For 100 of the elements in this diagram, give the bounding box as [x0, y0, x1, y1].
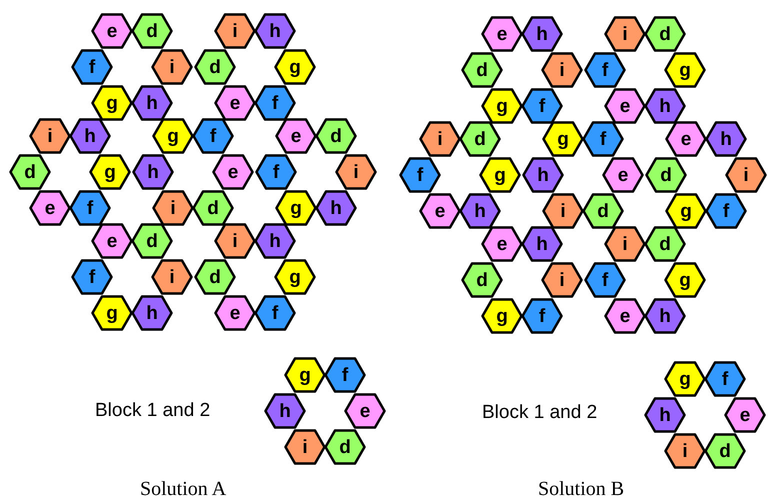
letter-hexagon: i [604, 226, 646, 262]
letter-hexagon: e [212, 154, 254, 190]
letter-hexagon: f [705, 193, 747, 229]
letter-hexagon: e [214, 295, 256, 331]
letter-hexagon: g [152, 118, 194, 154]
letter-hexagon: d [194, 259, 236, 295]
letter-hexagon: e [91, 13, 133, 49]
letter-hexagon: d [194, 49, 236, 85]
solution-caption: Solution B [538, 478, 624, 501]
letter-hexagon: g [274, 259, 316, 295]
letter-hexagon: d [704, 433, 746, 469]
letter-hexagon: h [132, 154, 174, 190]
letter-hexagon: f [254, 295, 296, 331]
letter-hexagon: f [324, 357, 366, 393]
letter-hexagon: e [91, 223, 133, 259]
letter-hexagon: g [274, 49, 316, 85]
letter-hexagon: g [664, 52, 706, 88]
letter-hexagon: d [461, 52, 503, 88]
letter-hexagon: d [459, 121, 501, 157]
letter-hexagon: h [264, 393, 306, 429]
letter-hexagon: h [705, 121, 747, 157]
letter-hexagon: i [541, 262, 583, 298]
letter-hexagon: i [151, 49, 193, 85]
letter-hexagon: d [131, 13, 173, 49]
letter-hexagon: f [399, 157, 441, 193]
letter-hexagon: h [521, 226, 563, 262]
letter-hexagon: d [461, 262, 503, 298]
letter-hexagon: g [89, 154, 131, 190]
letter-hexagon: g [284, 357, 326, 393]
letter-hexagon: i [214, 13, 256, 49]
letter-hexagon: d [324, 429, 366, 465]
letter-hexagon: d [582, 193, 624, 229]
letter-hexagon: h [315, 190, 357, 226]
letter-hexagon: h [254, 223, 296, 259]
letter-hexagon: g [664, 361, 706, 397]
letter-hexagon: e [275, 118, 317, 154]
letter-hexagon: i [29, 118, 71, 154]
letter-hexagon: h [521, 16, 563, 52]
letter-hexagon: i [541, 52, 583, 88]
letter-hexagon: i [152, 190, 194, 226]
letter-hexagon: h [644, 397, 686, 433]
letter-hexagon: e [724, 397, 766, 433]
letter-hexagon: d [644, 226, 686, 262]
letter-hexagon: i [664, 433, 706, 469]
letter-hexagon: h [644, 88, 686, 124]
letter-hexagon: g [664, 262, 706, 298]
letter-hexagon: i [419, 121, 461, 157]
letter-hexagon: d [9, 154, 51, 190]
letter-hexagon: d [131, 223, 173, 259]
letter-hexagon: f [521, 298, 563, 334]
letter-hexagon: f [584, 262, 626, 298]
letter-hexagon: g [665, 193, 707, 229]
letter-hexagon: f [71, 49, 113, 85]
letter-hexagon: h [254, 13, 296, 49]
letter-hexagon: i [604, 16, 646, 52]
letter-hexagon: e [604, 298, 646, 334]
letter-hexagon: g [479, 157, 521, 193]
letter-hexagon: e [604, 88, 646, 124]
letter-hexagon: e [344, 393, 386, 429]
letter-hexagon: f [69, 190, 111, 226]
letter-hexagon: i [284, 429, 326, 465]
letter-hexagon: f [521, 88, 563, 124]
letter-hexagon: e [214, 85, 256, 121]
letter-hexagon: g [91, 295, 133, 331]
letter-hexagon: f [584, 52, 626, 88]
letter-hexagon: f [255, 154, 297, 190]
letter-hexagon: f [71, 259, 113, 295]
letter-hexagon: d [315, 118, 357, 154]
letter-hexagon: i [214, 223, 256, 259]
letter-hexagon: i [542, 193, 584, 229]
letter-hexagon: e [29, 190, 71, 226]
letter-hexagon: i [151, 259, 193, 295]
letter-hexagon: e [481, 226, 523, 262]
letter-hexagon: h [459, 193, 501, 229]
letter-hexagon: i [725, 157, 767, 193]
letter-hexagon: f [192, 118, 234, 154]
letter-hexagon: h [69, 118, 111, 154]
letter-hexagon: f [704, 361, 746, 397]
letter-hexagon: d [645, 157, 687, 193]
letter-hexagon: i [335, 154, 377, 190]
letter-hexagon: e [602, 157, 644, 193]
letter-hexagon: g [481, 298, 523, 334]
letter-hexagon: d [192, 190, 234, 226]
solution-caption: Solution A [140, 478, 226, 501]
letter-hexagon: e [481, 16, 523, 52]
block-label: Block 1 and 2 [95, 400, 210, 422]
block-label: Block 1 and 2 [482, 402, 598, 424]
letter-hexagon: h [644, 298, 686, 334]
letter-hexagon: g [542, 121, 584, 157]
letter-hexagon: g [91, 85, 133, 121]
letter-hexagon: e [665, 121, 707, 157]
letter-hexagon: h [131, 295, 173, 331]
letter-hexagon: d [644, 16, 686, 52]
letter-hexagon: g [481, 88, 523, 124]
letter-hexagon: h [522, 157, 564, 193]
letter-hexagon: e [419, 193, 461, 229]
letter-hexagon: g [275, 190, 317, 226]
letter-hexagon: h [131, 85, 173, 121]
letter-hexagon: f [582, 121, 624, 157]
letter-hexagon: f [254, 85, 296, 121]
